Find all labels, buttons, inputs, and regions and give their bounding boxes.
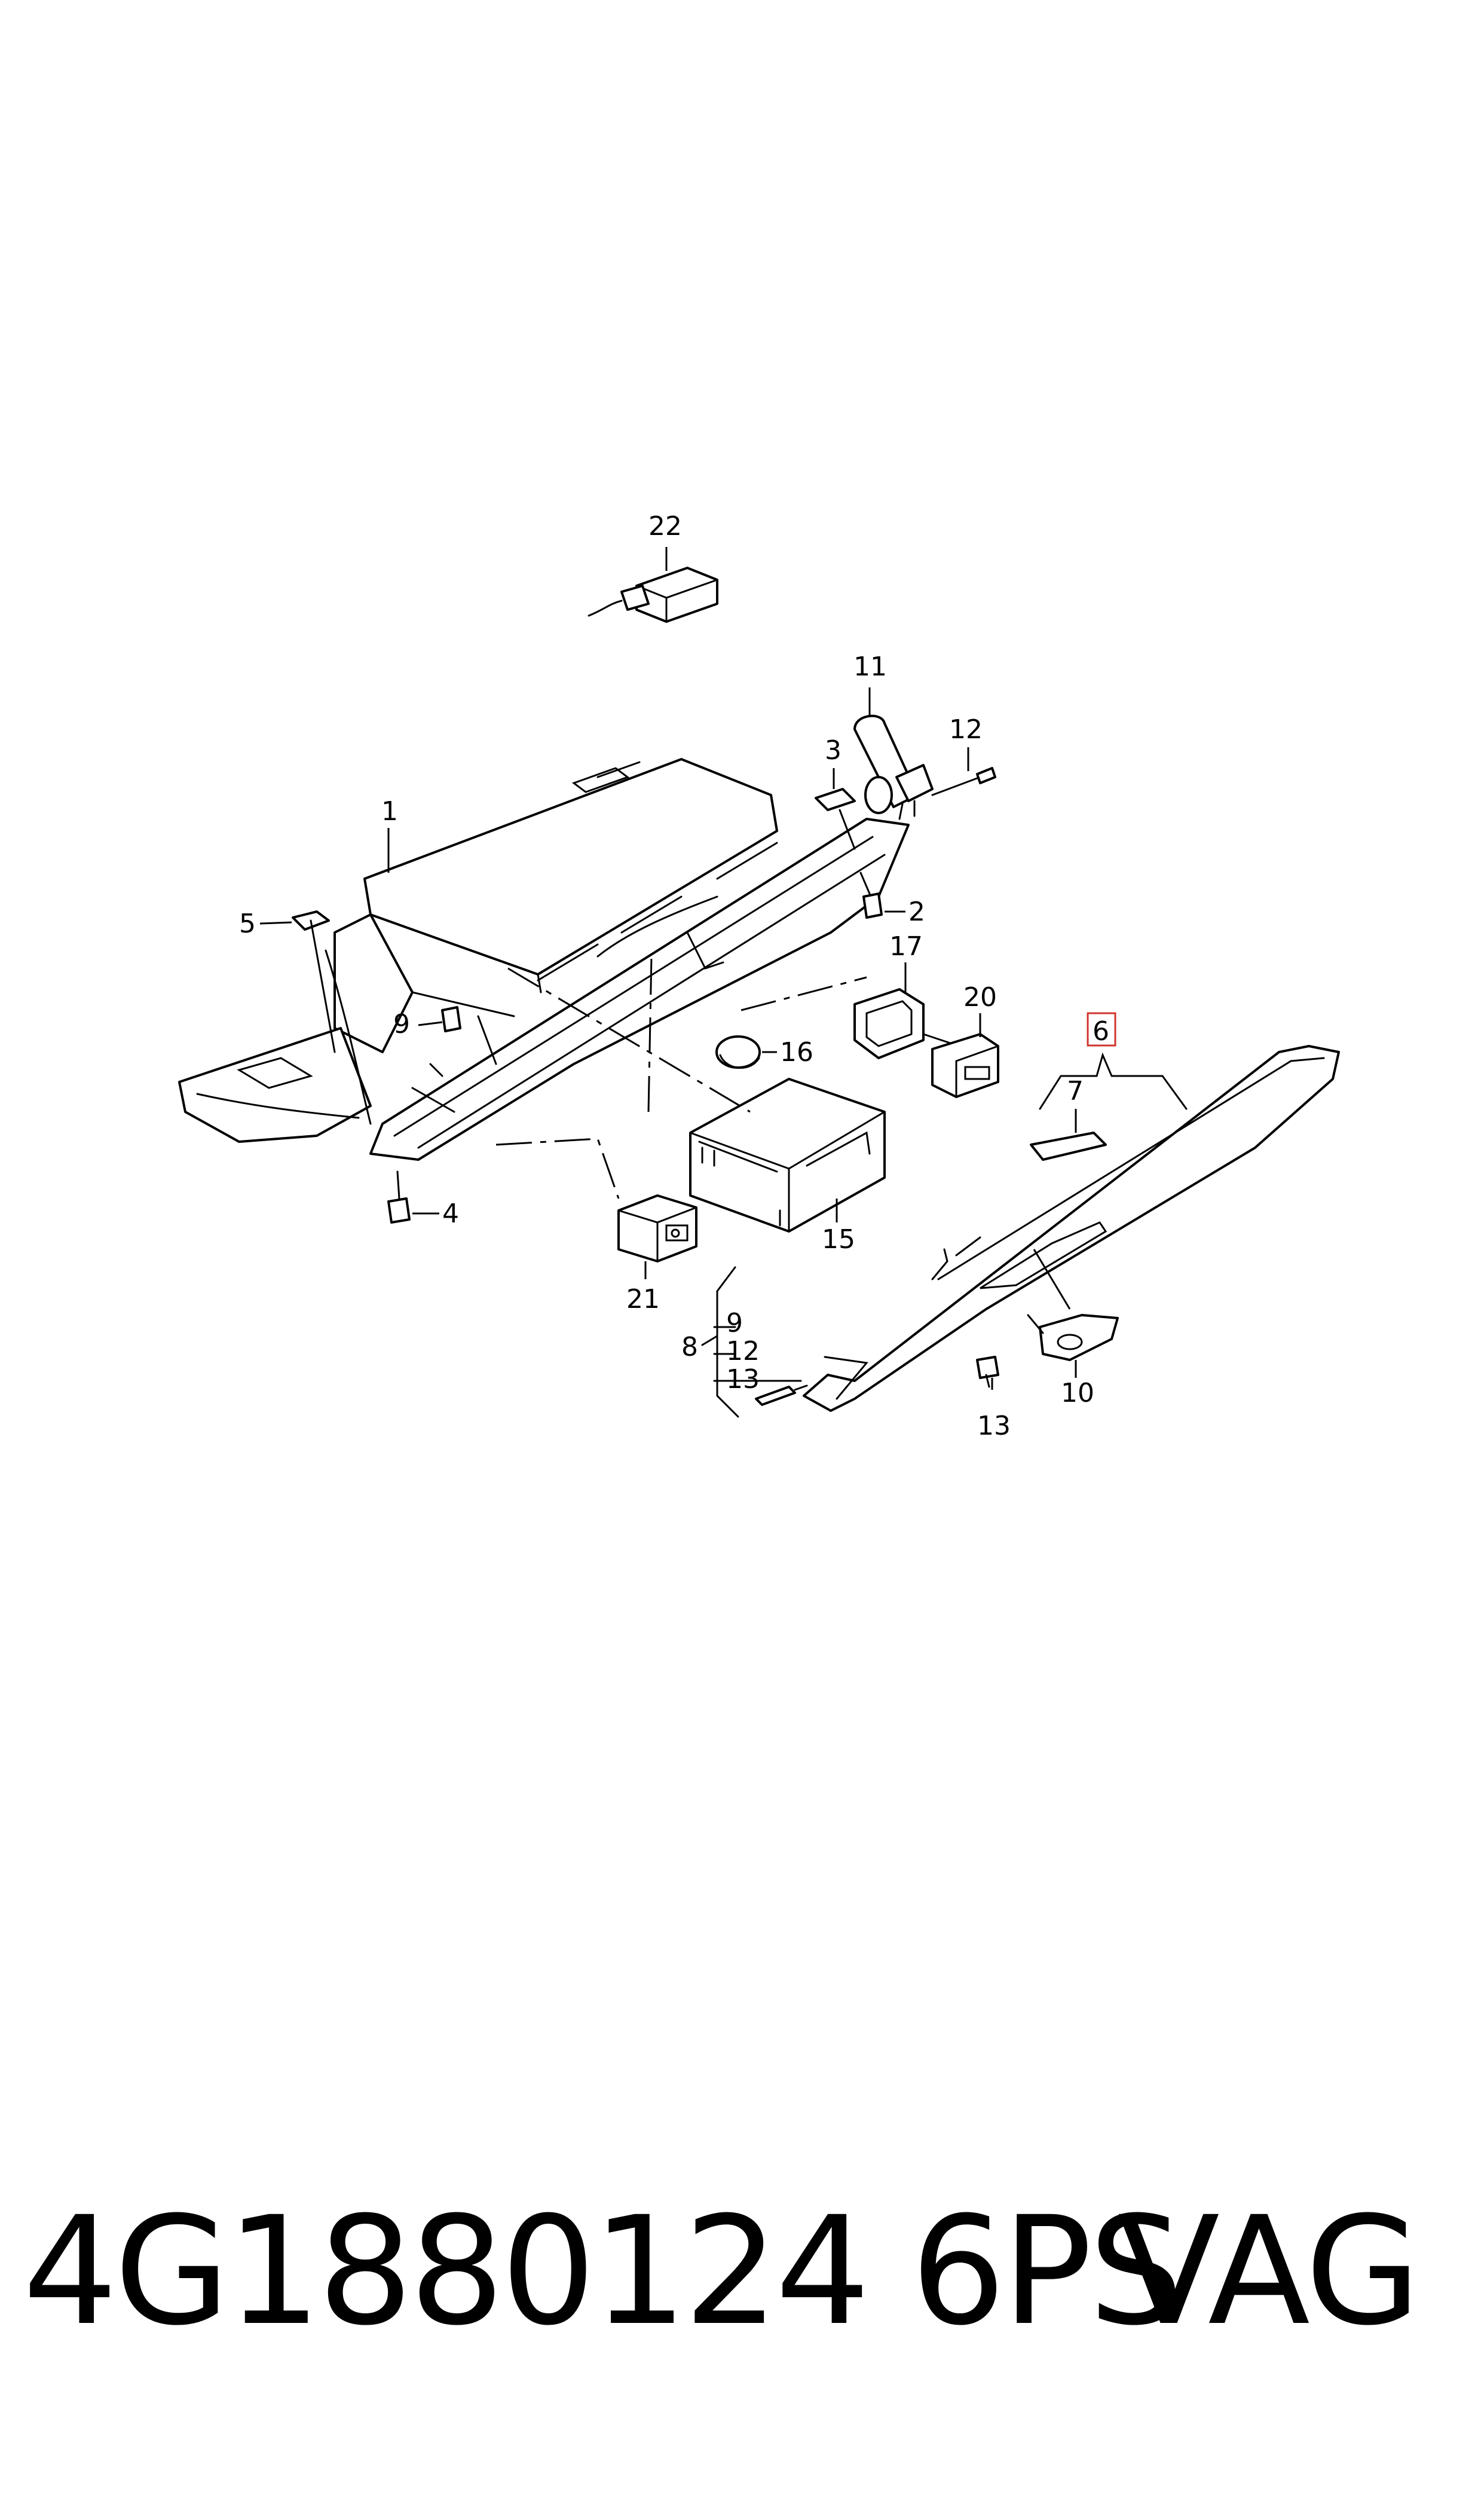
label-9-lower: 9 <box>726 1308 743 1338</box>
assembly-centerlines <box>495 956 867 1199</box>
label-12-upper: 12 <box>949 714 983 745</box>
part-1-glovebox-housing <box>178 758 910 1161</box>
label-6-bracket <box>1039 1052 1188 1110</box>
part-17-socket-frame <box>853 962 951 1059</box>
label-13: 13 <box>977 1411 1011 1441</box>
label-2: 2 <box>908 897 925 927</box>
part-20-switch <box>931 1013 999 1098</box>
label-3: 3 <box>825 735 842 766</box>
label-20: 20 <box>963 982 997 1013</box>
footer: 4G1880124 6PS VAG <box>0 2164 1484 2379</box>
label-5: 5 <box>239 909 256 939</box>
label-11: 11 <box>853 652 887 682</box>
part-11-lamp <box>853 687 934 820</box>
part-7-damper <box>1030 1109 1107 1161</box>
label-4: 4 <box>442 1199 459 1229</box>
part-22-sensor-module <box>588 547 718 623</box>
part-5-spring-nut <box>259 910 336 1053</box>
part-4-screw <box>387 1170 439 1224</box>
part-13-screw <box>976 1356 999 1390</box>
label-10: 10 <box>1061 1378 1094 1408</box>
part-6-glovebox-lid <box>803 1045 1340 1412</box>
part-2-screw <box>859 872 905 919</box>
label-6: 6 <box>1093 1016 1109 1047</box>
part-16-plug <box>715 1035 777 1069</box>
part-number: 4G1880124 6PS <box>23 2184 1183 2358</box>
label-12-lower: 12 <box>726 1336 760 1366</box>
part-21-switch <box>617 1194 697 1279</box>
part-8-hinge-pin-group <box>701 1266 808 1418</box>
label-22: 22 <box>648 511 682 542</box>
label-6-highlight-box <box>1087 1012 1116 1047</box>
part-15-storage-tray <box>689 1078 886 1233</box>
part-12-bolt <box>931 747 996 796</box>
reference-labels: 22 11 12 3 1 2 5 17 20 9 16 7 4 15 21 9 … <box>239 511 1188 1441</box>
brand-name: VAG <box>1118 2184 1421 2358</box>
label-17: 17 <box>889 931 923 962</box>
part-9-clip <box>418 1006 461 1032</box>
label-15: 15 <box>822 1224 855 1255</box>
part-10-latch-handle <box>1027 1314 1119 1378</box>
label-8: 8 <box>681 1332 698 1362</box>
part-3-spring-nut <box>815 768 856 850</box>
label-9-upper: 9 <box>393 1009 410 1040</box>
label-13-lower: 13 <box>726 1364 760 1395</box>
label-16: 16 <box>780 1037 813 1068</box>
label-1: 1 <box>381 796 398 827</box>
label-7: 7 <box>1067 1076 1084 1106</box>
label-21: 21 <box>626 1284 660 1314</box>
